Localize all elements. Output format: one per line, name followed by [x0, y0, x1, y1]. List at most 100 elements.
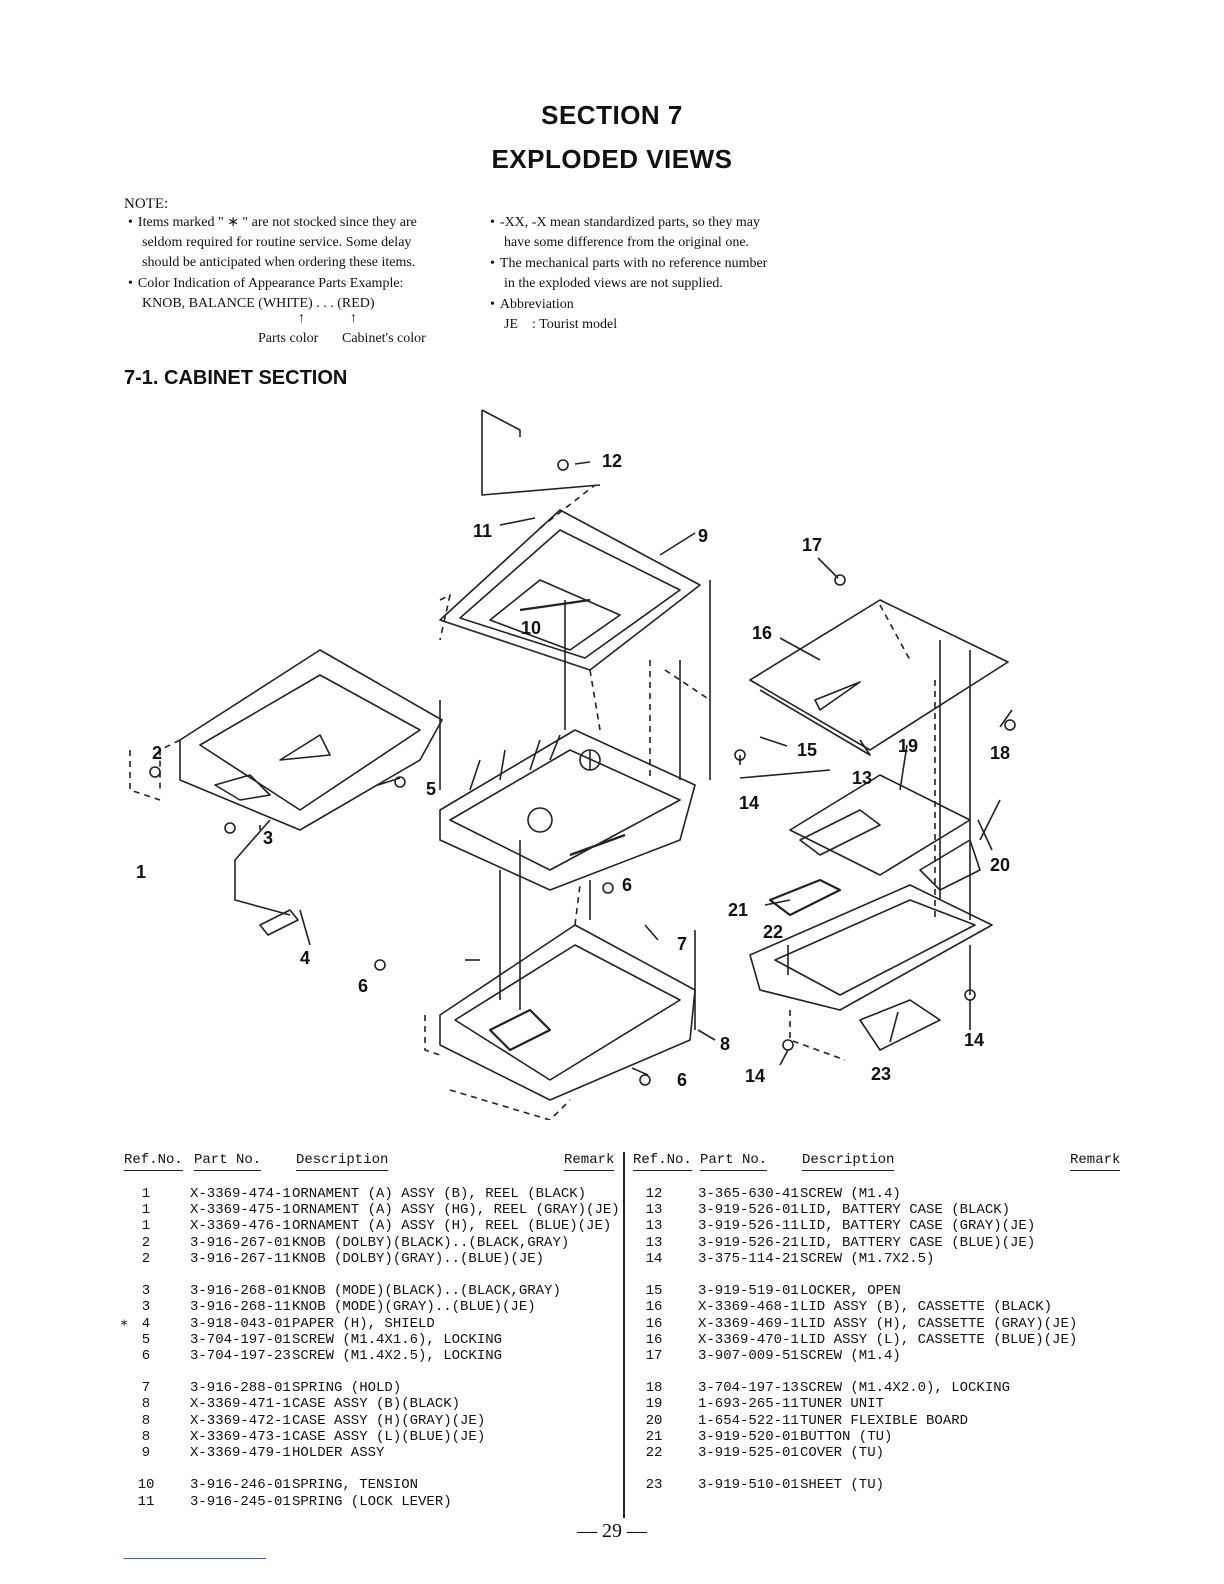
holder-assy-shape: [439, 509, 701, 671]
ref-no-cell: 2: [141, 1250, 151, 1267]
note-item-line: in the exploded views are not supplied.: [504, 276, 723, 291]
part-no-cell: X-3369-476-1: [190, 1218, 291, 1235]
part-no-cell: X-3369-475-1: [190, 1202, 291, 1219]
callout-label: 2: [152, 743, 163, 763]
ornament-frame-shape: [179, 649, 443, 831]
description-cell: PAPER (H), SHIELD: [292, 1315, 435, 1332]
cabinet-color-label: Cabinet's color: [342, 331, 426, 346]
notes-right: -XX, -X mean standardized parts, so they…: [490, 213, 830, 335]
part-no-cell: 3-916-267-01: [190, 1234, 291, 1251]
callout-label: 14: [745, 1066, 766, 1086]
case-assy-shape: [439, 924, 696, 1101]
description-cell: CASE ASSY (B)(BLACK): [292, 1396, 461, 1413]
callout-label: 13: [852, 768, 873, 788]
main-chassis-shape: [439, 729, 696, 891]
description-cell: SCREW (M1.4): [800, 1347, 901, 1364]
column-divider: [623, 1152, 625, 1518]
ref-no-cell: 17: [645, 1347, 663, 1364]
callout-label: 22: [763, 922, 784, 942]
page-number: — 29 —: [577, 1520, 647, 1542]
row-gap: [120, 1461, 620, 1477]
note-item-line: should be anticipated when ordering thes…: [142, 255, 416, 270]
ref-no-cell: 15: [645, 1283, 663, 1300]
description-cell: LID, BATTERY CASE (BLACK): [800, 1202, 1011, 1219]
note-item-line: JE : Tourist model: [504, 317, 618, 332]
callout-label: 6: [358, 976, 369, 996]
description-cell: LID ASSY (B), CASSETTE (BLACK): [800, 1299, 1053, 1316]
part-no-cell: X-3369-470-1: [698, 1331, 799, 1348]
description-cell: SCREW (M1.7X2.5): [800, 1250, 935, 1267]
description-cell: ORNAMENT (A) ASSY (H), REEL (BLUE)(JE): [292, 1218, 612, 1235]
part-no-cell: 3-704-197-23: [190, 1347, 291, 1364]
part-no-cell: 3-916-267-11: [190, 1250, 291, 1267]
description-cell: TUNER FLEXIBLE BOARD: [800, 1412, 969, 1429]
note-item: Color Indication of Appearance Parts Exa…: [128, 274, 468, 294]
row-gap: [120, 1267, 620, 1283]
description-cell: SHEET (TU): [800, 1477, 885, 1494]
ref-no-cell: 16: [645, 1331, 663, 1348]
callout-label: 6: [677, 1070, 688, 1090]
ref-no-cell: 12: [645, 1186, 663, 1202]
ref-no-cell: 3: [141, 1283, 151, 1300]
footer-rule: [124, 1558, 266, 1559]
ref-no-cell: 19: [645, 1396, 663, 1413]
ref-no-cell: 1: [141, 1186, 151, 1202]
ref-no-cell: 7: [141, 1380, 151, 1397]
description-cell: KNOB (MODE)(GRAY)..(BLUE)(JE): [292, 1299, 536, 1316]
part-no-cell: 3-375-114-21: [698, 1250, 799, 1267]
description-cell: SPRING (LOCK LEVER): [292, 1493, 452, 1510]
callout-label: 10: [521, 618, 542, 638]
part-no-cell: 3-704-197-01: [190, 1331, 291, 1348]
note-item: -XX, -X mean standardized parts, so they…: [490, 213, 830, 233]
ref-no-cell: 13: [645, 1234, 663, 1251]
note-item: The mechanical parts with no reference n…: [490, 254, 830, 274]
description-cell: HOLDER ASSY: [292, 1445, 385, 1461]
ref-no-cell: 16: [645, 1299, 663, 1316]
tuner-board-shape: [749, 884, 993, 1011]
part-no-cell: 3-916-245-01: [190, 1493, 291, 1510]
callout-label: 14: [739, 793, 760, 813]
ref-no-cell: 20: [645, 1412, 663, 1429]
part-no-cell: 3-919-526-21: [698, 1234, 799, 1251]
header-ref-no: Ref.No.: [124, 1152, 183, 1171]
row-gap: [628, 1364, 1128, 1380]
callout-label: 17: [802, 535, 823, 555]
ref-no-cell: 8: [141, 1412, 151, 1429]
ref-no-cell: 16: [645, 1315, 663, 1332]
callout-label: 8: [720, 1034, 731, 1054]
callout-label: 20: [990, 855, 1011, 875]
row-gap: [628, 1267, 1128, 1283]
callout-label: 19: [898, 736, 919, 756]
callout-label: 9: [698, 526, 709, 546]
part-no-cell: X-3369-479-1: [190, 1445, 291, 1461]
description-cell: LID, BATTERY CASE (GRAY)(JE): [800, 1218, 1036, 1235]
part-no-cell: 3-907-009-51: [698, 1347, 799, 1364]
ref-no-cell: 5: [141, 1331, 151, 1348]
ref-no-cell: 11: [137, 1493, 155, 1510]
part-no-cell: 3-918-043-01: [190, 1315, 291, 1332]
part-no-cell: X-3369-469-1: [698, 1315, 799, 1332]
callout-label: 12: [602, 451, 623, 471]
header-description: Description: [802, 1152, 895, 1171]
description-cell: KNOB (MODE)(BLACK)..(BLACK,GRAY): [292, 1283, 561, 1300]
part-no-cell: X-3369-468-1: [698, 1299, 799, 1316]
part-no-cell: 3-919-520-01: [698, 1428, 799, 1445]
not-stocked-mark: ∗: [120, 1315, 129, 1332]
